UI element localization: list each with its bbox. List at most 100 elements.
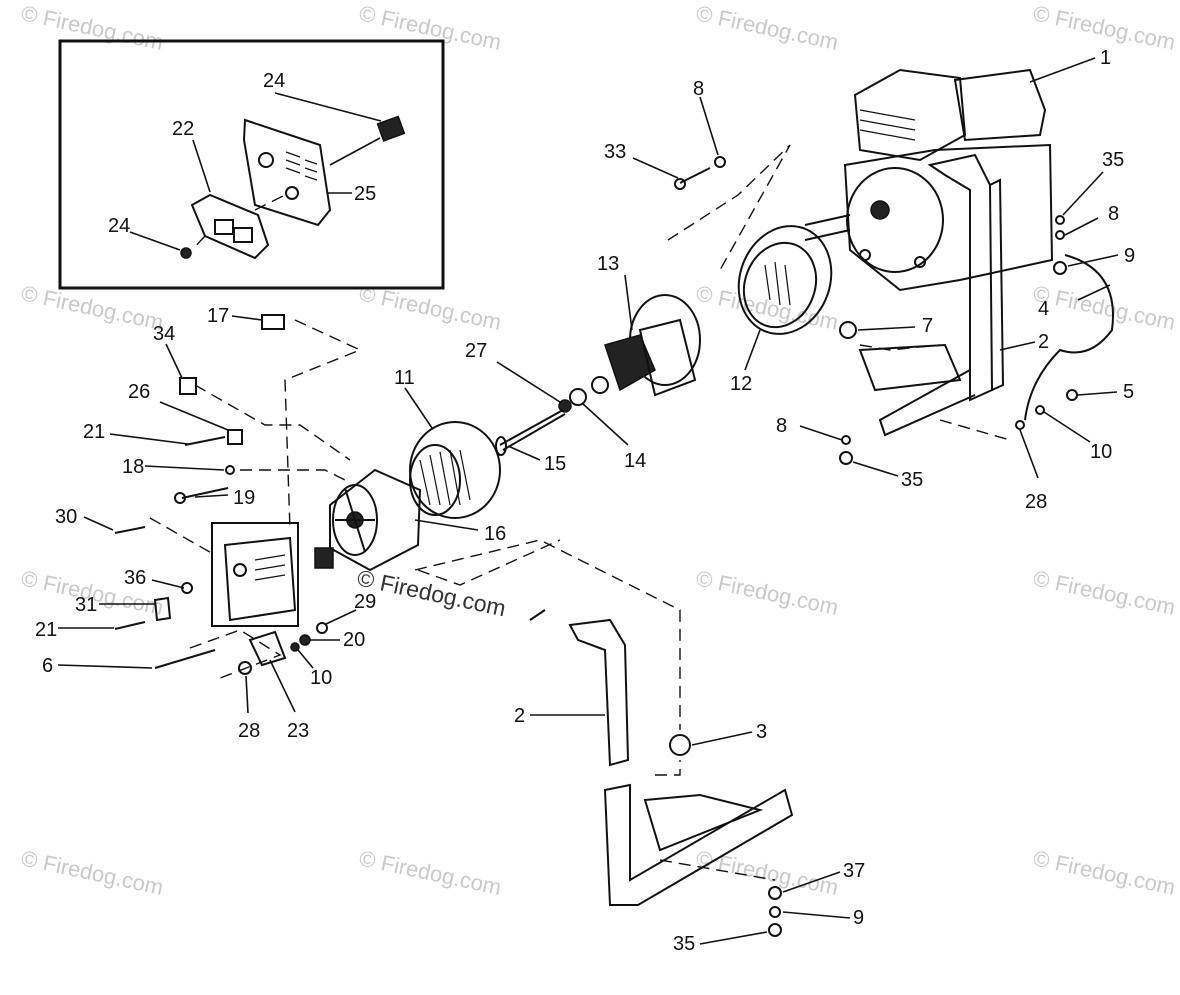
callout-4: 4: [1038, 298, 1049, 320]
part-9-washer: [769, 906, 781, 918]
callout-labels: 24 22 25 24 1 8 33 35 8 9 4 13 34 17 7 2…: [35, 47, 1135, 955]
callout-20: 20: [343, 629, 365, 651]
part-1-air-cleaner: [953, 68, 1047, 142]
callout-10: 10: [310, 667, 332, 689]
part-21-screw: [184, 436, 226, 446]
part-8-washer: [1055, 230, 1065, 240]
part-25-control-panel: [242, 118, 332, 227]
part-2-upper-frame: [858, 153, 1005, 437]
callout-7: 7: [922, 315, 933, 337]
callout-24: 24: [108, 215, 130, 237]
watermark: © Firedog.com: [19, 845, 166, 900]
part-35-nut: [1055, 215, 1065, 225]
part-5-bolt: [1066, 389, 1078, 401]
part-16-end-bell: [329, 468, 422, 572]
assembly-line: [191, 235, 206, 251]
part-2-lower-frame: [529, 609, 794, 906]
part-18-washer: [225, 465, 235, 475]
callout-35: 35: [901, 469, 923, 491]
part-28-nut: [1015, 420, 1025, 430]
assembly-lines: [149, 144, 1011, 881]
watermark: © Firedog.com: [19, 0, 166, 55]
assembly-line: [254, 194, 286, 211]
part-10-washer: [290, 642, 300, 652]
callout-3: 3: [756, 721, 767, 743]
callout-10: 10: [1090, 441, 1112, 463]
callout-13: 13: [597, 253, 619, 275]
callout-18: 18: [122, 456, 144, 478]
callout-31: 31: [75, 594, 97, 616]
switch: [314, 547, 334, 569]
part-24-switch: [376, 115, 406, 142]
watermark: © Firedog.com: [1031, 845, 1178, 900]
part-37-washer: [768, 886, 782, 900]
callout-8: 8: [776, 415, 787, 437]
engine-block: [843, 143, 1054, 292]
callout-25: 25: [354, 183, 376, 205]
callout-8: 8: [693, 78, 704, 100]
callout-12: 12: [730, 373, 752, 395]
watermark: © Firedog.com: [357, 0, 504, 55]
callout-35: 35: [1102, 149, 1124, 171]
callout-35: 35: [673, 933, 695, 955]
callout-34: 34: [153, 323, 175, 345]
panel-hole: [258, 152, 274, 168]
crankshaft: [870, 200, 890, 220]
part-4-wire: [1024, 254, 1114, 421]
engine-assembly: [804, 68, 1054, 292]
part-35-nut: [768, 923, 782, 937]
callout-14: 14: [624, 450, 646, 472]
leader-line: [274, 92, 382, 122]
part-14-washer: [569, 388, 587, 406]
callout-24: 24: [263, 70, 285, 92]
inset-detail: [58, 39, 445, 290]
callout-21: 21: [35, 619, 57, 641]
part-35-nut: [839, 451, 853, 465]
callout-37: 37: [843, 860, 865, 882]
callout-21: 21: [83, 421, 105, 443]
part-8-washer: [714, 156, 726, 168]
callout-28: 28: [1025, 491, 1047, 513]
part-34-grommet: [179, 377, 197, 395]
callout-2: 2: [514, 705, 525, 727]
callout-33: 33: [604, 141, 626, 163]
engine-fuel-tank: [853, 68, 967, 162]
part-28-nut: [238, 661, 252, 675]
part-30-screw: [114, 526, 146, 534]
callout-26: 26: [128, 381, 150, 403]
callout-23: 23: [287, 720, 309, 742]
control-panel-assembly: [211, 522, 334, 627]
watermark: © Firedog.com: [1031, 565, 1178, 620]
part-11-stator: [409, 421, 501, 519]
leader-line: [329, 137, 381, 166]
bolt: [914, 256, 926, 268]
part-12-blower-housing: [737, 225, 833, 335]
callout-9: 9: [1124, 245, 1135, 267]
callout-16: 16: [484, 523, 506, 545]
part-23-receptacle: [248, 630, 287, 667]
callout-5: 5: [1123, 381, 1134, 403]
callout-11: 11: [394, 367, 415, 389]
center-watermark: © Firedog.com: [355, 564, 508, 621]
receptacle-outlet: [214, 219, 234, 235]
callout-19: 19: [233, 487, 255, 509]
callout-36: 36: [124, 567, 146, 589]
part-15-through-bolt: [495, 409, 566, 456]
part-20-washer: [299, 634, 311, 646]
part-29-washer: [316, 622, 328, 634]
bolt: [859, 249, 871, 261]
receptacle-outlet: [233, 227, 253, 243]
engine-crankcase-face: [846, 167, 944, 273]
panel-vents: [285, 151, 318, 181]
callout-17: 17: [207, 305, 229, 327]
callout-6: 6: [42, 655, 53, 677]
watermark: © Firedog.com: [1031, 280, 1178, 335]
callout-2: 2: [1038, 331, 1049, 353]
part-26-clamp: [227, 429, 243, 445]
part-10-washer: [1035, 405, 1045, 415]
part-17-clip: [261, 314, 285, 330]
leader-line: [192, 139, 211, 193]
shaft: [804, 214, 851, 226]
callout-1: 1: [1100, 47, 1111, 69]
